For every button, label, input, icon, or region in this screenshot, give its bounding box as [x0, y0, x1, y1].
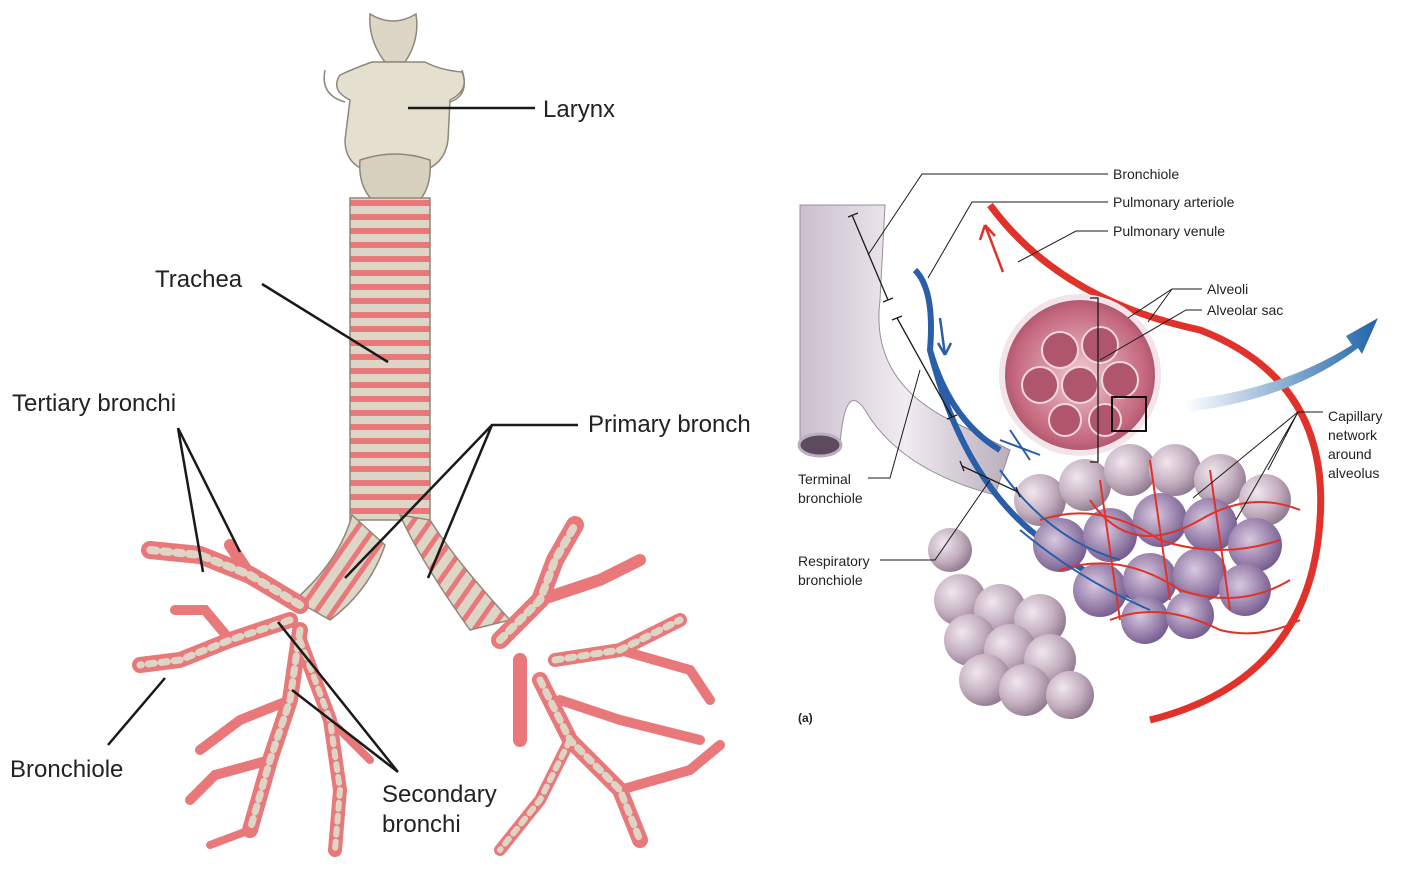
label-capillary-line1: Capillary [1328, 408, 1382, 424]
venule-flow-arrow [980, 225, 1003, 272]
bronchiole-leader [108, 678, 165, 745]
label-bronchiole-left: Bronchiole [10, 756, 123, 783]
arteriole-flow-arrow [938, 318, 951, 355]
right-panel-alveolus: Bronchiole Pulmonary arteriole Pulmonary… [798, 166, 1382, 725]
label-respiratory-line1: Respiratory [798, 553, 870, 569]
left-panel-tracheal-tree: Larynx Trachea Tertiary bronchi Primary … [10, 14, 751, 850]
label-tertiary-bronchi: Tertiary bronchi [12, 390, 176, 417]
right-bronchial-branches [500, 525, 720, 850]
label-secondary-bronchi-line2: bronchi [382, 811, 461, 838]
label-alveolar-sac: Alveolar sac [1207, 302, 1283, 318]
label-pulmonary-arteriole: Pulmonary arteriole [1113, 194, 1235, 210]
trachea-shape [350, 198, 430, 520]
label-alveoli: Alveoli [1207, 281, 1248, 297]
right-primary-bronchus-shape [400, 515, 510, 630]
label-trachea: Trachea [155, 266, 243, 293]
label-capillary-line4: alveolus [1328, 465, 1379, 481]
label-primary-bronch: Primary bronch [588, 411, 751, 438]
label-secondary-bronchi-line1: Secondary [382, 781, 497, 808]
alveolar-sac-shape [1002, 297, 1158, 453]
panel-tag-a: (a) [798, 711, 813, 725]
label-terminal-line2: bronchiole [798, 490, 863, 506]
label-capillary-line2: network [1328, 427, 1378, 443]
bronchiole-opening [799, 434, 841, 456]
bronchiole-right-leader [868, 174, 1108, 255]
label-larynx: Larynx [543, 96, 615, 123]
label-bronchiole-right: Bronchiole [1113, 166, 1179, 182]
label-terminal-line1: Terminal [798, 471, 851, 487]
label-pulmonary-venule: Pulmonary venule [1113, 223, 1225, 239]
alveoli-leader [1128, 289, 1202, 322]
label-capillary-line3: around [1328, 446, 1372, 462]
label-respiratory-line2: bronchiole [798, 572, 863, 588]
